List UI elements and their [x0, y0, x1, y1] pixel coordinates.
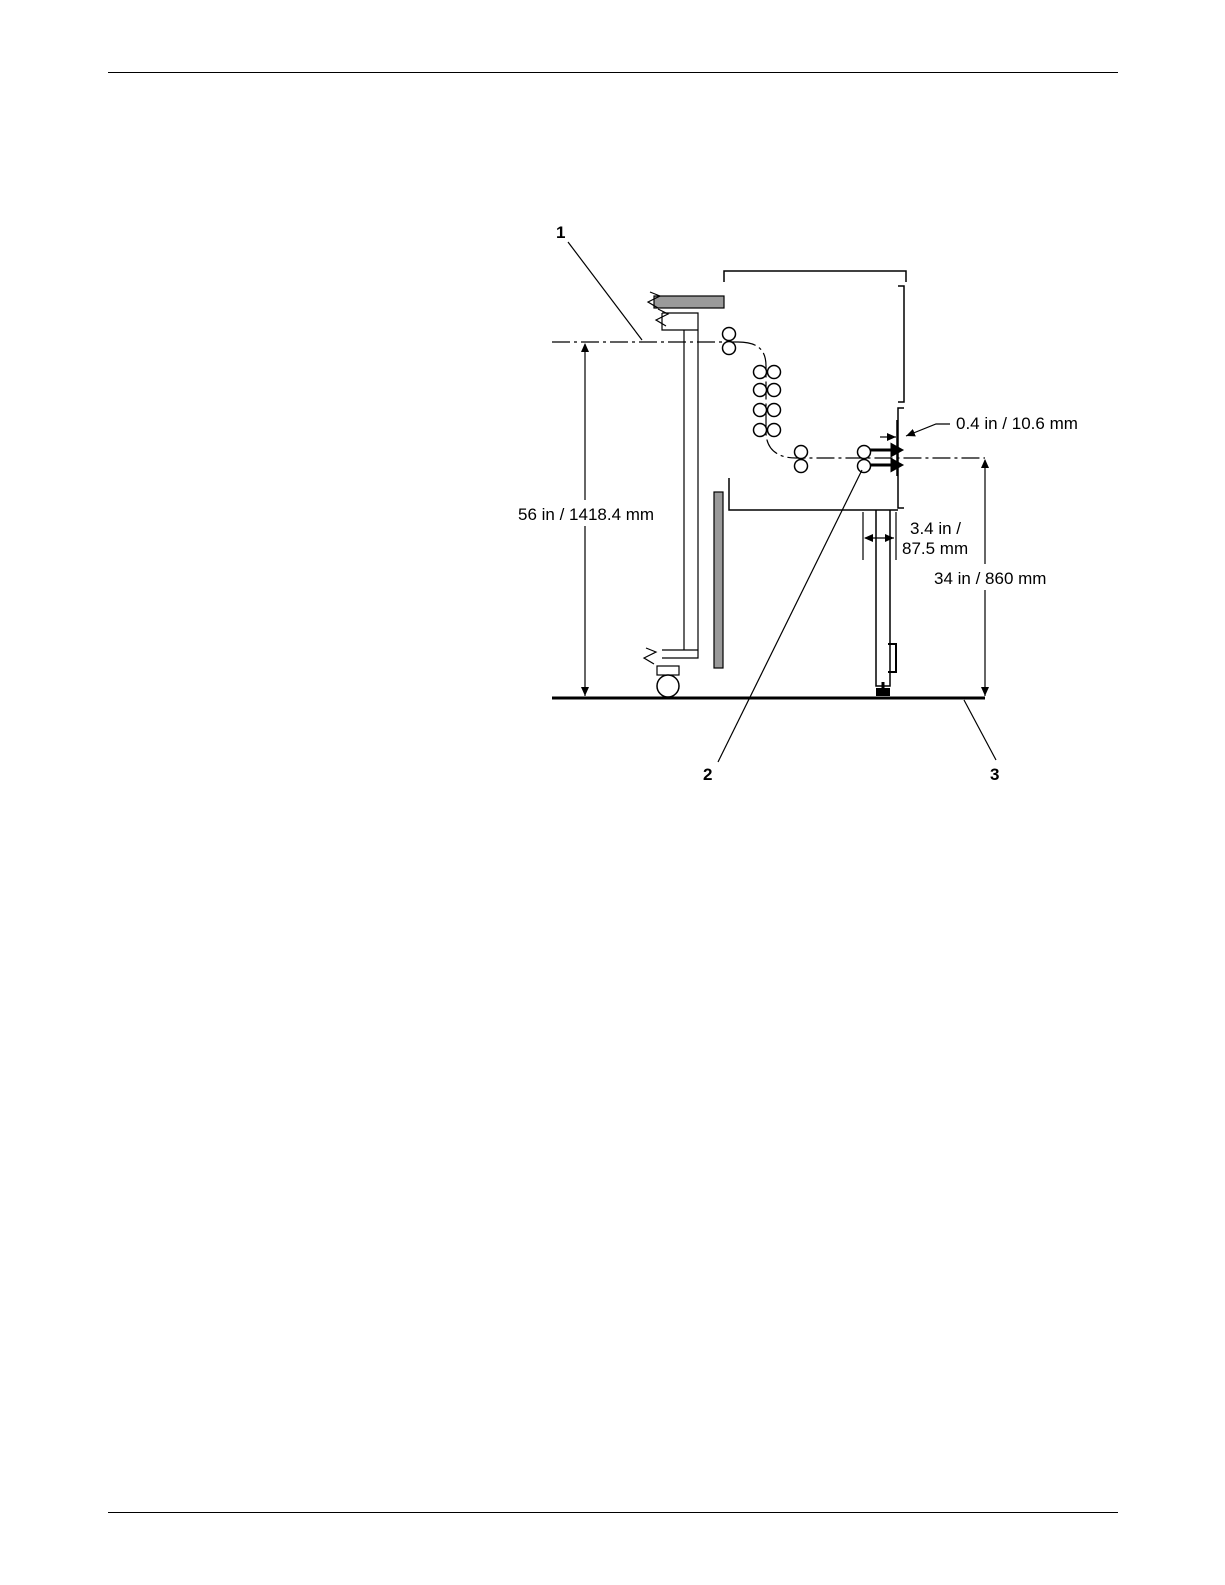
roller-group [723, 328, 871, 473]
caster-wheel [657, 675, 679, 697]
depth-label-line1: 3.4 in / [910, 519, 961, 538]
callout-1: 1 [556, 223, 565, 242]
exit-roller [858, 460, 871, 473]
roller [754, 384, 767, 397]
roller [795, 460, 808, 473]
roller [768, 366, 781, 379]
total-height-label: 56 in / 1418.4 mm [518, 505, 654, 524]
roller [723, 328, 736, 341]
callout-2: 2 [703, 765, 712, 784]
upper-break-mark [656, 309, 668, 326]
paper-path-curve [738, 342, 985, 458]
vertical-panel [714, 492, 723, 668]
roller [768, 404, 781, 417]
left-unit-frame [662, 313, 698, 658]
gap-leader [906, 424, 950, 436]
top-tray [654, 296, 724, 308]
roller [795, 446, 808, 459]
roller [768, 384, 781, 397]
printer-right-panel [898, 286, 904, 402]
gap-label: 0.4 in / 10.6 mm [956, 414, 1078, 433]
caster-mount [657, 666, 679, 675]
callout-3-leader [964, 700, 996, 760]
depth-label-line2: 87.5 mm [902, 539, 968, 558]
callout-1-leader [568, 242, 642, 340]
callout-3: 3 [990, 765, 999, 784]
stand-leg [876, 510, 890, 686]
printer-base-edge [729, 478, 898, 510]
roller [754, 424, 767, 437]
lower-break-mark [644, 648, 656, 664]
stand-handle [888, 644, 896, 672]
callout-2-leader [718, 470, 862, 762]
printer-top-cover [724, 271, 906, 282]
exit-roller [858, 446, 871, 459]
roller [723, 342, 736, 355]
roller [754, 404, 767, 417]
roller [768, 424, 781, 437]
output-height-label: 34 in / 860 mm [934, 569, 1046, 588]
roller [754, 366, 767, 379]
